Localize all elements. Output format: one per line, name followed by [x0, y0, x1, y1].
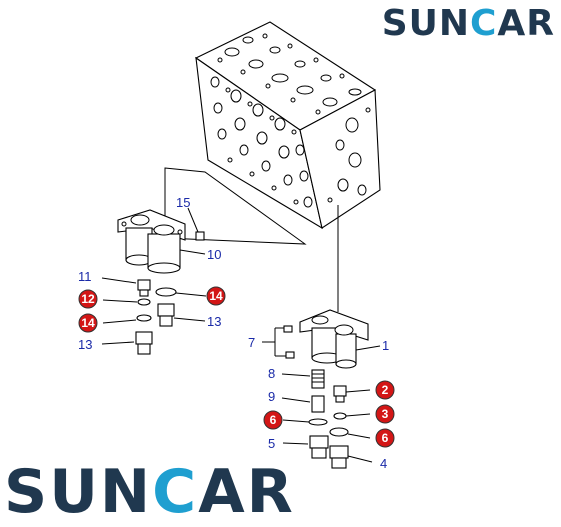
callout-10: 10: [207, 247, 221, 262]
connector-13-right: [157, 303, 206, 327]
svg-text:14: 14: [209, 289, 223, 303]
block-side-ports: [327, 107, 371, 203]
block-top-ports: [217, 33, 362, 115]
svg-text:3: 3: [382, 407, 389, 421]
fitting-11: [101, 277, 151, 297]
plug-15: [187, 207, 205, 241]
callout-11: 11: [78, 269, 92, 284]
suncar-logo-top: SUNCAR: [382, 6, 555, 42]
block-front-ports: [210, 76, 313, 208]
seal-3: [333, 412, 371, 420]
logo-bottom-text-a: SUN: [4, 457, 153, 527]
seal-12: [102, 298, 151, 306]
screws-7: [262, 325, 295, 359]
badge-14-upper: 14: [206, 286, 226, 306]
svg-text:2: 2: [382, 383, 389, 397]
logo-bottom-accent: C: [152, 457, 199, 527]
valve-assembly-1: [299, 309, 381, 369]
callout-4: 4: [380, 456, 387, 471]
spring-8: [281, 369, 325, 389]
badge-2: 2: [375, 380, 395, 400]
callout-5: 5: [268, 436, 275, 451]
callout-1: 1: [382, 338, 389, 353]
plug-5: [282, 435, 329, 459]
o-ring-6-left: [282, 418, 328, 426]
badge-6-left: 6: [263, 410, 283, 430]
badge-6-right: 6: [375, 428, 395, 448]
fitting-2: [333, 385, 371, 403]
logo-top-accent: C: [469, 3, 498, 44]
callout-8: 8: [268, 366, 275, 381]
o-ring-14-upper: [155, 287, 207, 297]
badge-12: 12: [78, 289, 98, 309]
o-ring-14-lower: [102, 314, 152, 324]
valve-assembly-10: [117, 209, 206, 274]
assembly-outline-frame: [164, 167, 307, 245]
svg-text:6: 6: [270, 413, 277, 427]
callout-13-left: 13: [78, 337, 92, 352]
callout-15: 15: [176, 195, 190, 210]
callout-7: 7: [248, 335, 255, 350]
callout-9: 9: [268, 389, 275, 404]
o-ring-6-right: [329, 427, 371, 439]
suncar-logo-bottom: SUNCAR: [4, 462, 295, 522]
main-valve-block: [194, 21, 381, 230]
logo-bottom-text-b: AR: [198, 457, 295, 527]
svg-text:12: 12: [81, 292, 95, 306]
svg-text:6: 6: [382, 431, 389, 445]
connector-13-left: [101, 331, 153, 355]
badge-14-lower: 14: [78, 313, 98, 333]
spool-9: [281, 395, 325, 413]
badge-3: 3: [375, 404, 395, 424]
logo-top-text-b: AR: [497, 3, 555, 44]
callout-13-right: 13: [207, 314, 221, 329]
svg-text:14: 14: [81, 316, 95, 330]
plug-4: [329, 445, 373, 469]
logo-top-text-a: SUN: [381, 3, 470, 44]
